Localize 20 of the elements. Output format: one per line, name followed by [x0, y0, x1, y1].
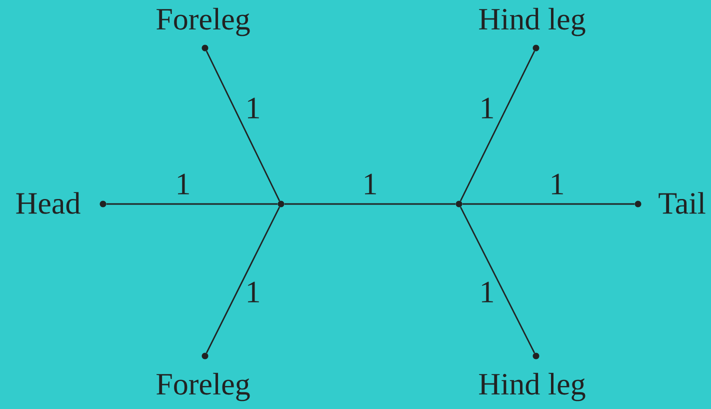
part-label: Hind leg: [479, 8, 586, 36]
part-label: Hind leg: [479, 372, 586, 402]
edge-label: 1: [548, 172, 566, 196]
line: [284, 203, 456, 205]
line: [206, 50, 280, 202]
part-label: Foreleg: [156, 372, 250, 402]
edge-label: 1: [174, 172, 192, 196]
line: [106, 203, 278, 205]
line: [206, 206, 280, 354]
edge-label: 1: [361, 172, 379, 196]
line: [462, 203, 635, 205]
edge-label: 1: [244, 280, 262, 304]
edge-label: 1: [478, 96, 496, 120]
part-label: Tail: [658, 192, 706, 214]
edge-label: 1: [478, 280, 496, 304]
part-label: Head: [16, 192, 80, 214]
part-label: Foreleg: [156, 8, 250, 36]
edge-label: 1: [244, 96, 262, 120]
line: [460, 50, 536, 202]
line: [460, 206, 536, 354]
